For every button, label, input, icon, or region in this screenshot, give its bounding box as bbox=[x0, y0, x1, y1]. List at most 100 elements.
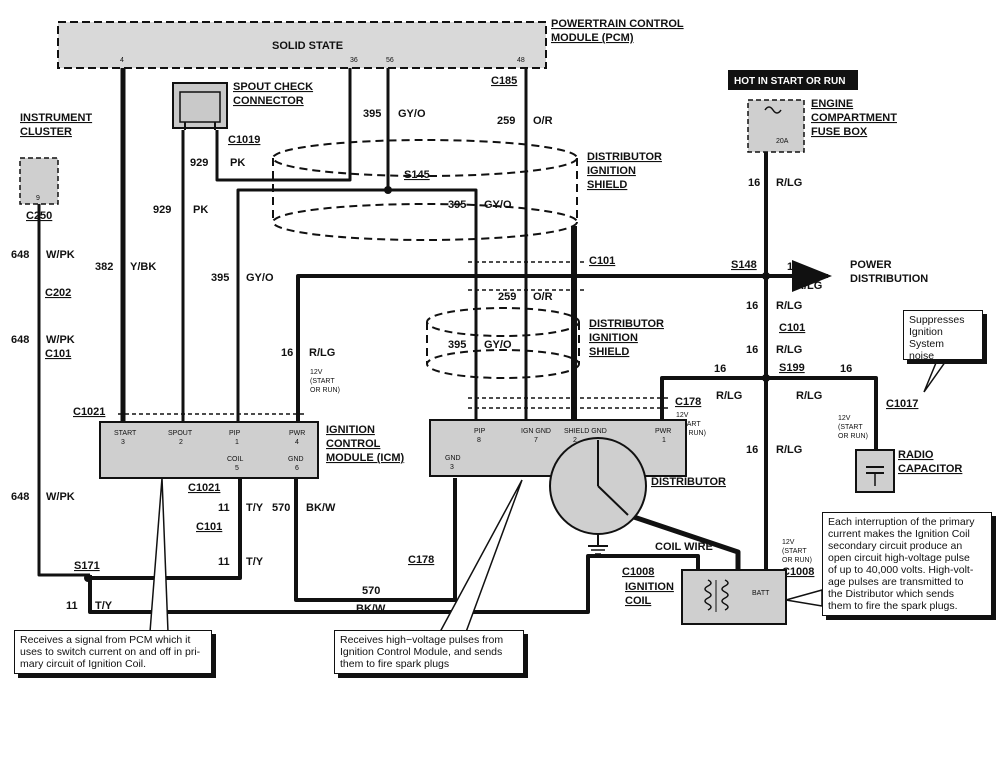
wire-label: 382 bbox=[95, 261, 113, 273]
wire-label: GY/O bbox=[246, 272, 274, 284]
splice-s171: S171 bbox=[74, 560, 100, 572]
fuse-title-1: ENGINE bbox=[811, 98, 853, 110]
instrument-cluster: 9 bbox=[19, 157, 59, 205]
coil-wire-label: COIL WIRE bbox=[655, 541, 713, 553]
hot-label-box: HOT IN START OR RUN bbox=[728, 70, 858, 90]
coil-batt-terminal: BATT bbox=[752, 590, 770, 597]
svg-text:12V: 12V bbox=[310, 369, 323, 376]
svg-text:OR RUN): OR RUN) bbox=[838, 433, 868, 440]
wire-label: 929 bbox=[190, 157, 208, 169]
wire-label: 929 bbox=[153, 204, 171, 216]
distributor-title: DISTRIBUTOR bbox=[651, 476, 726, 488]
shield-top-2: IGNITION bbox=[587, 165, 636, 177]
svg-text:IGN GND: IGN GND bbox=[521, 428, 551, 435]
wire-label: T/Y bbox=[95, 600, 113, 612]
svg-text:2: 2 bbox=[179, 439, 183, 446]
wire-label: R/LG bbox=[796, 280, 822, 292]
splice-dot-s148 bbox=[762, 272, 770, 280]
wire-label: GY/O bbox=[484, 339, 512, 351]
wire-labels: 929 PK 929 PK 395 GY/O 395 GY/O 395 GY/O… bbox=[11, 108, 852, 615]
wire-label: 648 bbox=[11, 334, 29, 346]
wire-label: 16 bbox=[748, 177, 760, 189]
capacitor-title-1: RADIO bbox=[898, 449, 934, 461]
wire-label: T/Y bbox=[246, 556, 264, 568]
pcm-pin-36: 36 bbox=[350, 57, 358, 64]
wire-lines bbox=[37, 68, 878, 614]
voltage-note-dist: 12V (START OR RUN) bbox=[676, 412, 706, 437]
pcm-body-label: SOLID STATE bbox=[272, 40, 343, 52]
power-distribution-1: POWER bbox=[850, 259, 892, 271]
wire-label: BK/W bbox=[356, 603, 386, 615]
fuse-title-3: FUSE BOX bbox=[811, 126, 868, 138]
splice-s199: S199 bbox=[779, 362, 805, 374]
splice-dot-s199 bbox=[762, 374, 770, 382]
wire-label: 16 bbox=[746, 444, 758, 456]
connector-c1008-left: C1008 bbox=[622, 566, 654, 578]
connector-c1017: C1017 bbox=[886, 398, 918, 410]
svg-text:5: 5 bbox=[235, 465, 239, 472]
svg-text:4: 4 bbox=[295, 439, 299, 446]
wire-label: 648 bbox=[11, 491, 29, 503]
wire-label: GY/O bbox=[484, 199, 512, 211]
fuse-title-2: COMPARTMENT bbox=[811, 112, 897, 124]
svg-text:START: START bbox=[114, 430, 137, 437]
svg-text:6: 6 bbox=[295, 465, 299, 472]
wire-label: 395 bbox=[211, 272, 229, 284]
connector-c1021-top: C1021 bbox=[73, 406, 105, 418]
wire-label: Y/BK bbox=[130, 261, 156, 273]
wire-label: T/Y bbox=[246, 502, 264, 514]
voltage-note-cap: 12V (START OR RUN) bbox=[838, 415, 868, 440]
svg-text:(START: (START bbox=[676, 421, 701, 428]
svg-text:2: 2 bbox=[573, 437, 577, 444]
wire-label: R/LG bbox=[776, 444, 802, 456]
radio-capacitor bbox=[855, 449, 895, 493]
svg-text:12V: 12V bbox=[838, 415, 851, 422]
svg-text:SPOUT: SPOUT bbox=[168, 430, 193, 437]
wire-label: R/LG bbox=[776, 344, 802, 356]
wire-label: O/R bbox=[533, 291, 553, 303]
svg-text:8: 8 bbox=[477, 437, 481, 444]
capacitor-title-2: CAPACITOR bbox=[898, 463, 962, 475]
cluster-title-1: INSTRUMENT bbox=[20, 112, 92, 124]
wire-label: W/PK bbox=[46, 249, 75, 261]
icm-title-2: CONTROL bbox=[326, 438, 381, 450]
wire-label: 570 bbox=[362, 585, 380, 597]
pcm-pin-4: 4 bbox=[120, 57, 124, 64]
wire-label: R/LG bbox=[716, 390, 742, 402]
wire-label: 16 bbox=[840, 363, 852, 375]
connector-c101-left: C101 bbox=[45, 348, 71, 360]
wire-label: R/LG bbox=[796, 390, 822, 402]
wire-label: W/PK bbox=[46, 334, 75, 346]
shield-drain-lines bbox=[118, 261, 668, 415]
connector-c250: C250 bbox=[26, 210, 52, 222]
pcm-title-2: MODULE (PCM) bbox=[551, 32, 634, 44]
splice-dot-s145 bbox=[384, 186, 392, 194]
distributor-cap bbox=[549, 437, 647, 555]
hot-label: HOT IN START OR RUN bbox=[734, 76, 845, 87]
wire-label: 395 bbox=[448, 199, 466, 211]
svg-text:7: 7 bbox=[534, 437, 538, 444]
wire-label: 11 bbox=[218, 502, 230, 514]
shield-top-1: DISTRIBUTOR bbox=[587, 151, 662, 163]
icm-title-3: MODULE (ICM) bbox=[326, 452, 405, 464]
shield-mid-2: IGNITION bbox=[589, 332, 638, 344]
connector-c178-low: C178 bbox=[408, 554, 434, 566]
wire-label: 395 bbox=[363, 108, 381, 120]
wire-label-power: 16 bbox=[787, 261, 799, 273]
shield-top-3: SHIELD bbox=[587, 179, 627, 191]
note-distributor: Receives high−voltage pulses from Igniti… bbox=[334, 630, 524, 674]
connector-c1021-bottom: C1021 bbox=[188, 482, 220, 494]
svg-text:GND: GND bbox=[288, 456, 304, 463]
connector-c101-mid: C101 bbox=[196, 521, 222, 533]
svg-text:PWR: PWR bbox=[289, 430, 305, 437]
connector-c1019: C1019 bbox=[228, 134, 260, 146]
pcm-module: SOLID STATE 4 36 56 48 bbox=[57, 21, 547, 69]
connector-c202: C202 bbox=[45, 287, 71, 299]
svg-text:GND: GND bbox=[445, 455, 461, 462]
wire-label: 648 bbox=[11, 249, 29, 261]
pcm-pin-48: 48 bbox=[517, 57, 525, 64]
wire-label: PK bbox=[230, 157, 245, 169]
splice-dot-s171 bbox=[84, 574, 92, 582]
svg-text:PIP: PIP bbox=[474, 428, 486, 435]
connector-c101-center: C101 bbox=[589, 255, 615, 267]
